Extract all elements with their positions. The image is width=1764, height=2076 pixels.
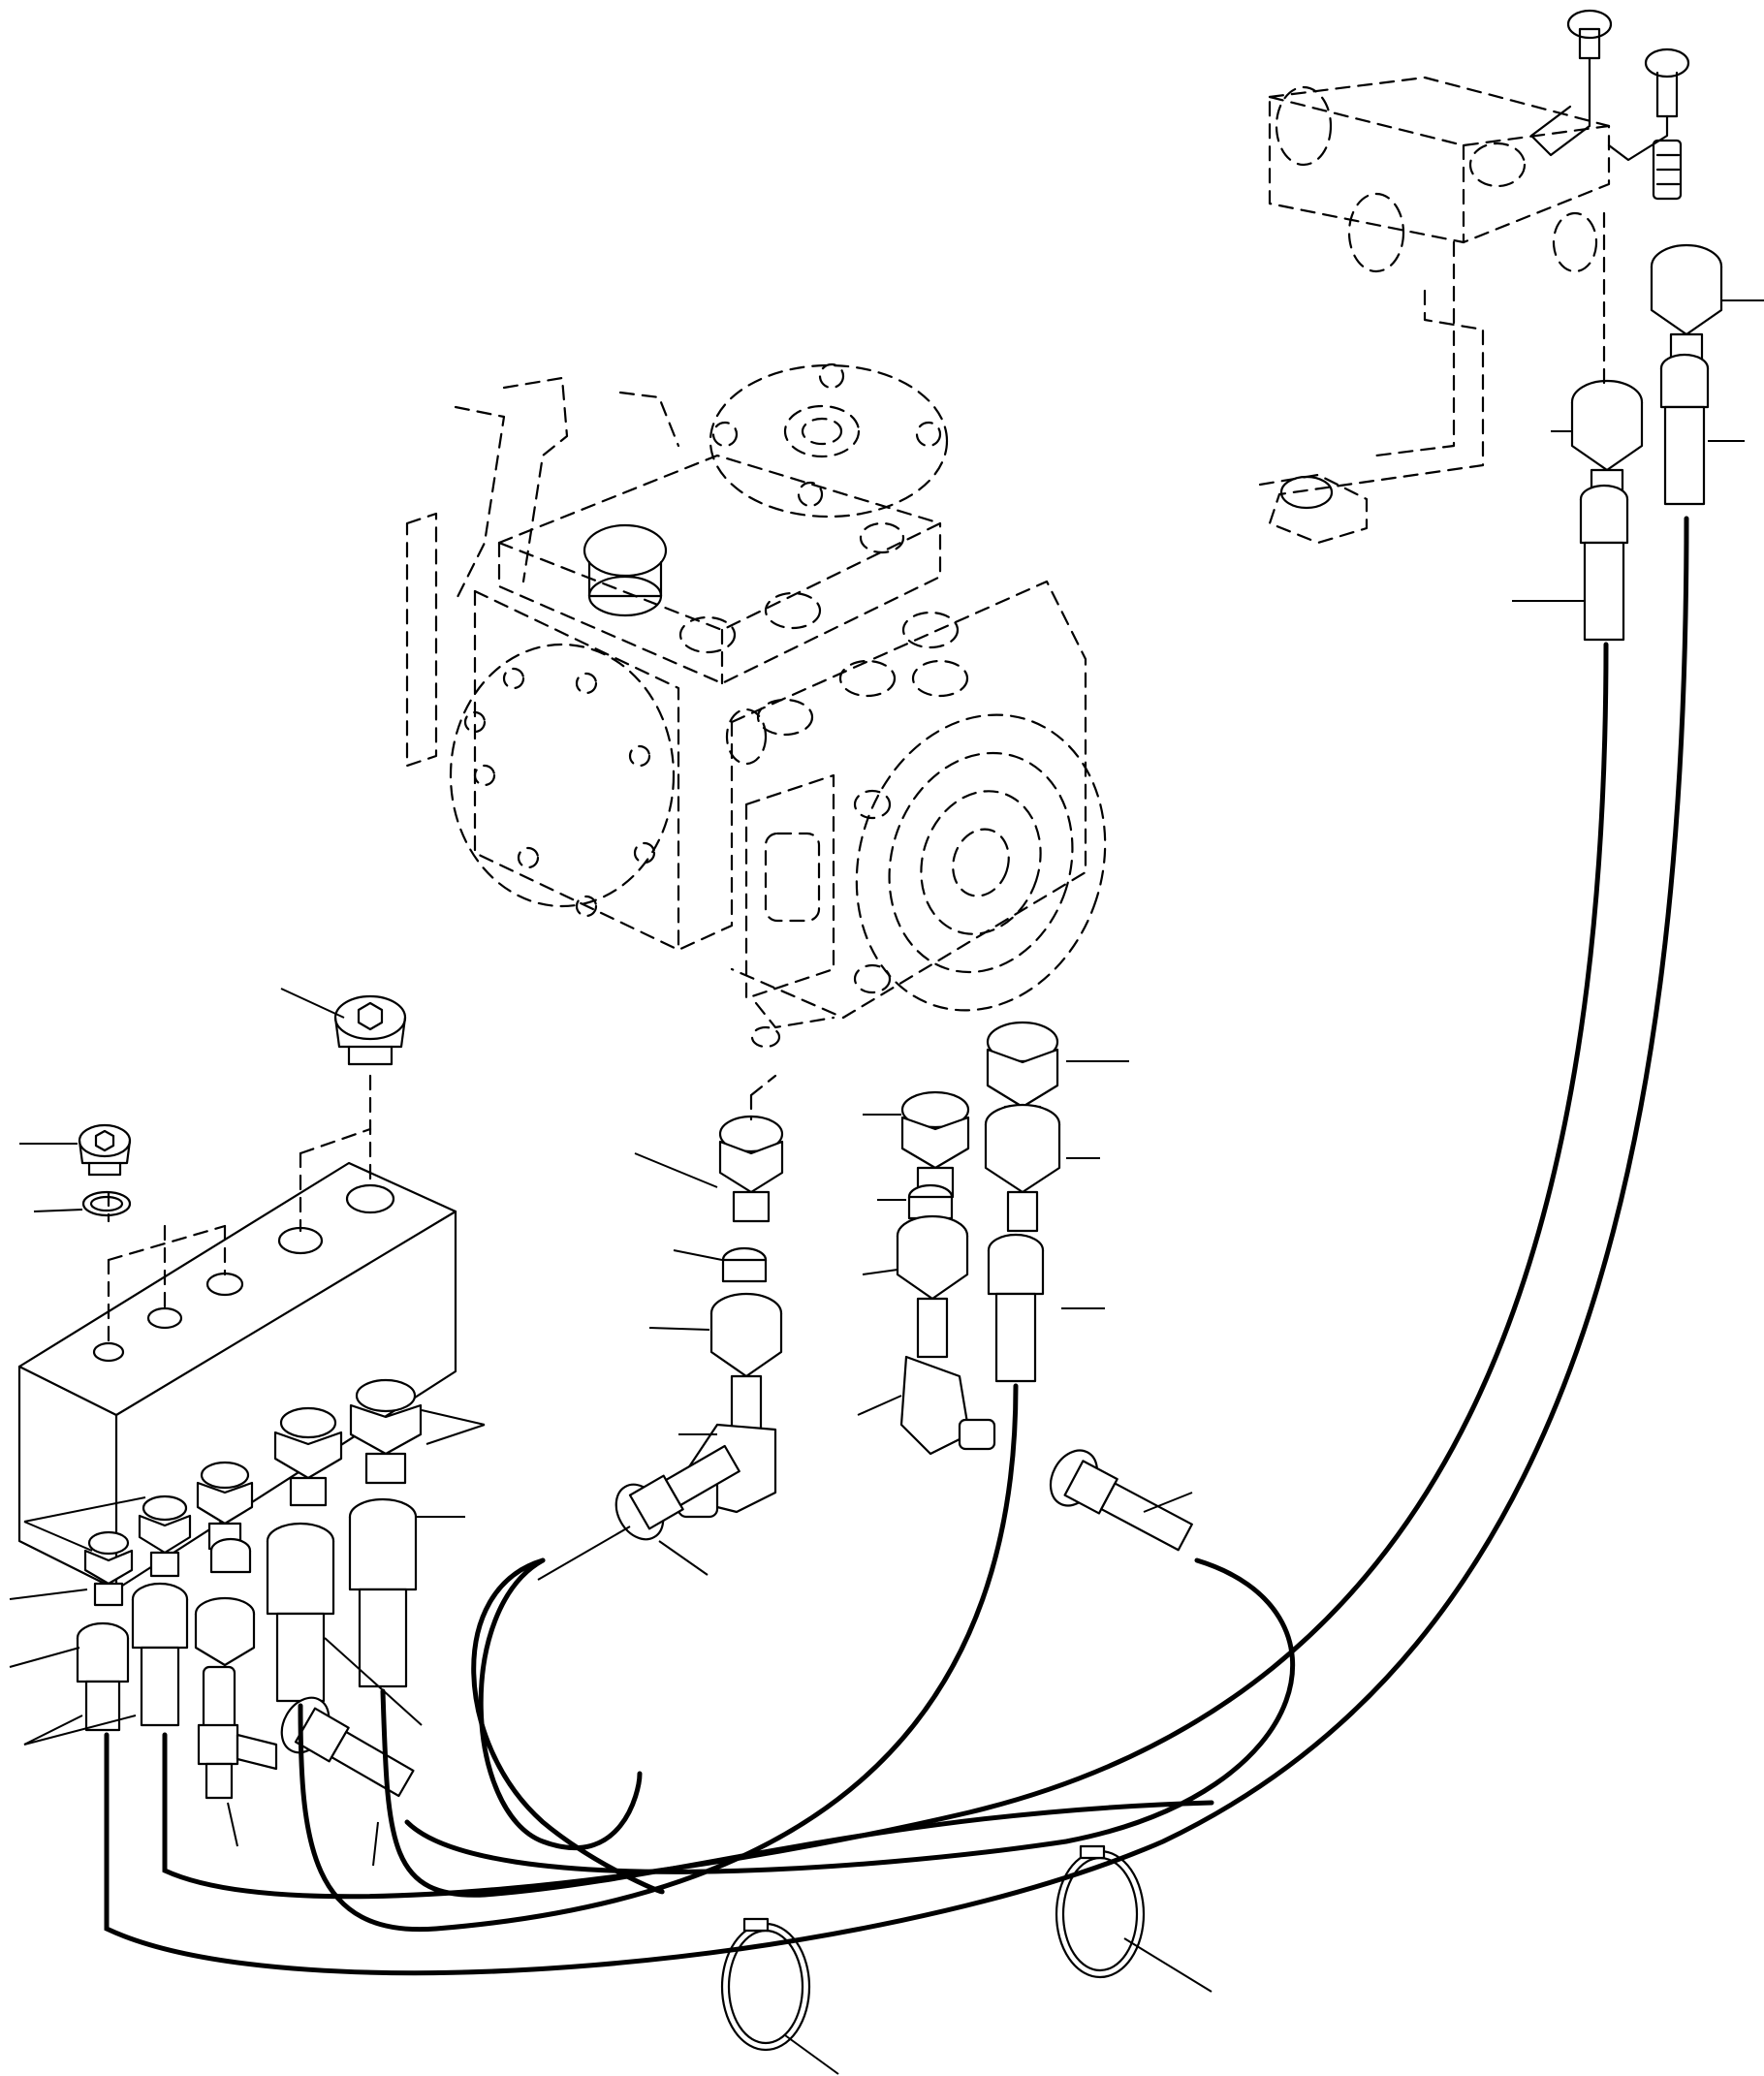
manifold-block <box>17 1074 457 1591</box>
plug-fittings <box>78 994 407 1217</box>
hose-clamps <box>720 1844 1146 2052</box>
leader-lines <box>9 299 1764 2075</box>
hoses <box>104 516 1689 1976</box>
hydraulic-pump <box>405 362 1107 1049</box>
fitting-nuts <box>76 211 1723 1800</box>
control-valve <box>1258 9 1690 545</box>
